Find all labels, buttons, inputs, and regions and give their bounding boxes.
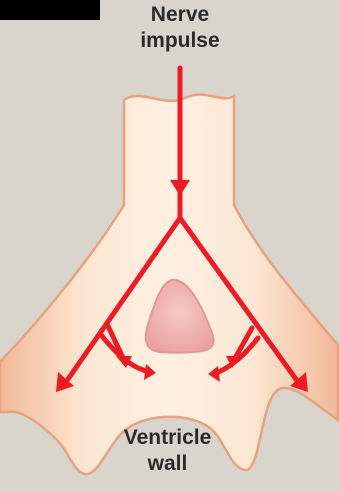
nerve-impulse-label-line2: impulse xyxy=(100,28,260,54)
nerve-impulse-label-line1: Nerve xyxy=(100,2,260,28)
ventricle-wall-label-line2: wall xyxy=(85,451,250,477)
ventricle-wall-label-line1: Ventricle xyxy=(85,425,250,451)
nerve-impulse-label: Nerve impulse xyxy=(100,2,260,54)
ventricle-wall-label: Ventricle wall xyxy=(85,425,250,477)
